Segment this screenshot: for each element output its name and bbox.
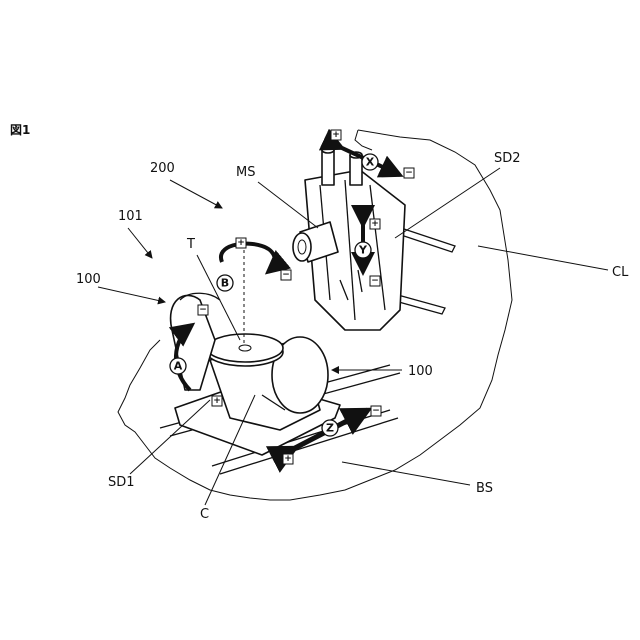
sign-x-plus: + bbox=[331, 130, 341, 140]
label-100-left: 100 bbox=[76, 272, 101, 287]
leader-100-left bbox=[98, 287, 165, 302]
label-t: T bbox=[186, 237, 195, 252]
leader-sd1 bbox=[130, 400, 210, 474]
svg-text:Z: Z bbox=[326, 422, 334, 435]
label-bs: BS bbox=[476, 481, 493, 496]
sign-z-plus: + bbox=[283, 454, 293, 464]
leader-cl bbox=[478, 246, 608, 270]
sign-y-minus: − bbox=[370, 276, 380, 286]
svg-text:+: + bbox=[371, 219, 379, 229]
leader-200 bbox=[170, 180, 222, 208]
sign-x-minus: − bbox=[404, 168, 414, 178]
label-sd1: SD1 bbox=[108, 475, 135, 490]
label-ms: MS bbox=[236, 165, 255, 180]
figure-title: 図1 bbox=[10, 123, 30, 137]
svg-text:−: − bbox=[371, 276, 379, 286]
axis-label-a: A bbox=[170, 358, 186, 374]
label-sd2: SD2 bbox=[494, 151, 521, 166]
label-101: 101 bbox=[118, 209, 143, 224]
label-c: C bbox=[200, 507, 209, 522]
axis-label-z: Z bbox=[322, 420, 338, 436]
svg-text:+: + bbox=[284, 454, 292, 464]
sign-a-minus: − bbox=[198, 305, 208, 315]
axis-b-arc bbox=[221, 244, 275, 272]
svg-text:B: B bbox=[221, 277, 229, 290]
leader-bs bbox=[342, 462, 470, 485]
axis-label-b: B bbox=[217, 275, 233, 291]
outline-detail bbox=[355, 130, 372, 150]
axis-label-x: X bbox=[362, 154, 378, 170]
svg-text:−: − bbox=[199, 305, 207, 315]
label-200: 200 bbox=[150, 161, 175, 176]
svg-text:A: A bbox=[174, 360, 183, 373]
label-100-right: 100 bbox=[408, 364, 433, 379]
sign-b-plus: + bbox=[236, 238, 246, 248]
column-unit bbox=[293, 147, 405, 330]
leader-101 bbox=[128, 228, 152, 258]
sign-y-plus: + bbox=[370, 219, 380, 229]
svg-text:−: − bbox=[405, 168, 413, 178]
svg-text:−: − bbox=[282, 270, 290, 280]
svg-text:+: + bbox=[237, 238, 245, 248]
label-cl: CL bbox=[612, 265, 629, 280]
svg-text:X: X bbox=[366, 156, 375, 169]
axis-label-y: Y bbox=[355, 242, 371, 258]
sign-a-plus: + bbox=[212, 396, 222, 406]
svg-text:+: + bbox=[213, 396, 221, 406]
sign-b-minus: − bbox=[281, 270, 291, 280]
svg-text:+: + bbox=[332, 130, 340, 140]
sign-z-minus: − bbox=[371, 406, 381, 416]
svg-text:−: − bbox=[372, 406, 380, 416]
svg-text:Y: Y bbox=[358, 244, 368, 257]
